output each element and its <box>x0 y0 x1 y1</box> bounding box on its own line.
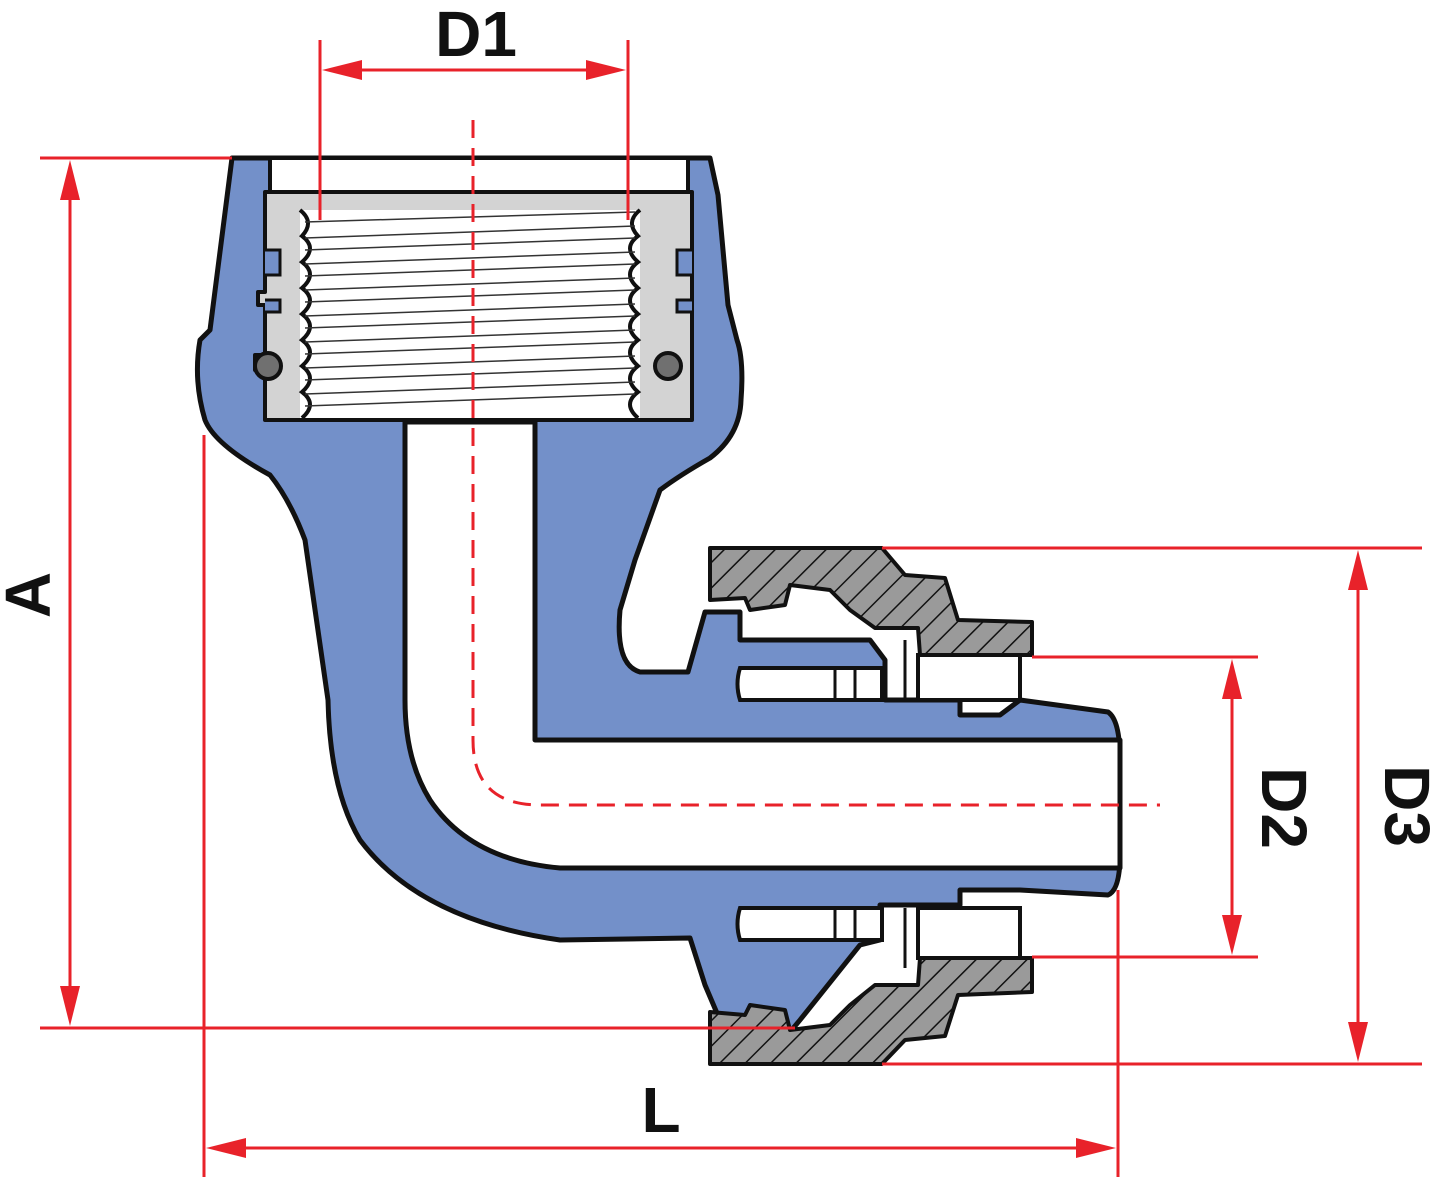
socket-opening <box>270 160 688 193</box>
label-l: L <box>641 1074 680 1146</box>
pipe-gap-bottom <box>916 906 1022 960</box>
o-ring-left <box>253 351 283 381</box>
flow-channel <box>402 419 1123 871</box>
dimension-lines <box>40 40 1422 1177</box>
o-ring-right <box>653 351 683 381</box>
thread-left <box>298 208 312 420</box>
thread-lines <box>304 211 636 407</box>
clamp-slot-bottom <box>735 906 884 942</box>
label-a: A <box>0 572 64 618</box>
label-d3: D3 <box>1371 765 1438 847</box>
label-d1: D1 <box>435 0 517 70</box>
thread-right <box>628 208 642 420</box>
compression-nut-bottom <box>708 956 1034 1066</box>
centerline <box>471 120 1160 807</box>
clamp-slot-top <box>735 666 884 702</box>
dimension-arrows <box>60 60 1368 1158</box>
pipe-gap-top <box>916 653 1022 702</box>
label-d2: D2 <box>1248 767 1320 849</box>
compression-nut-top <box>708 546 1034 657</box>
